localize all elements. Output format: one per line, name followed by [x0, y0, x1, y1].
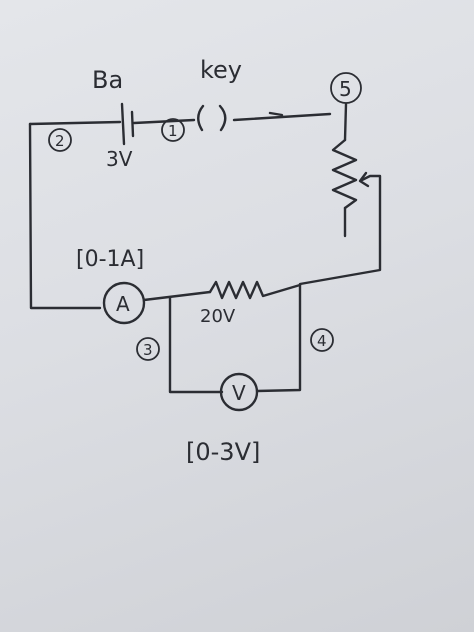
wire-key-node5 — [232, 112, 332, 122]
node-3-circle — [136, 337, 160, 361]
wire-battery-key — [132, 118, 196, 125]
wire-right-top — [343, 102, 348, 142]
wire-left — [28, 122, 102, 310]
voltmeter-range-label: [0-3V] — [186, 438, 260, 466]
node-1-label: 1 — [168, 122, 178, 140]
ammeter-symbol: A — [116, 292, 130, 316]
ammeter-circle — [102, 281, 146, 325]
wire-ammeter-resistor — [142, 290, 212, 302]
voltage-label: 3V — [106, 147, 133, 171]
wire-voltmeter-right — [255, 283, 302, 393]
key-left-bracket — [197, 104, 205, 132]
node-1-circle — [161, 118, 185, 142]
ammeter-range-label: [0-1A] — [76, 247, 144, 272]
rheostat-coil — [331, 138, 358, 210]
node-4-circle — [310, 328, 334, 352]
key-label: key — [200, 56, 242, 84]
voltmeter-symbol: V — [232, 381, 246, 405]
node-5-circle — [330, 72, 362, 104]
rheostat-slider — [298, 174, 382, 286]
node-4-label: 4 — [317, 332, 327, 350]
wire-arrow-mark — [268, 111, 284, 117]
key-right-bracket — [218, 104, 227, 132]
battery-short-plate — [130, 110, 135, 138]
battery-label: Ba — [92, 66, 123, 94]
node-3-label: 3 — [143, 341, 153, 359]
wire-voltmeter-left — [168, 296, 224, 394]
battery-long-plate — [120, 102, 126, 146]
wire-top-left — [28, 120, 122, 126]
rheostat-slider-arrow — [358, 171, 370, 188]
resistor-zigzag — [208, 280, 302, 300]
node-2-label: 2 — [55, 132, 65, 150]
node-2-circle — [48, 128, 72, 152]
node-5-label: 5 — [339, 77, 352, 101]
resistor-label: 20V — [200, 306, 236, 327]
